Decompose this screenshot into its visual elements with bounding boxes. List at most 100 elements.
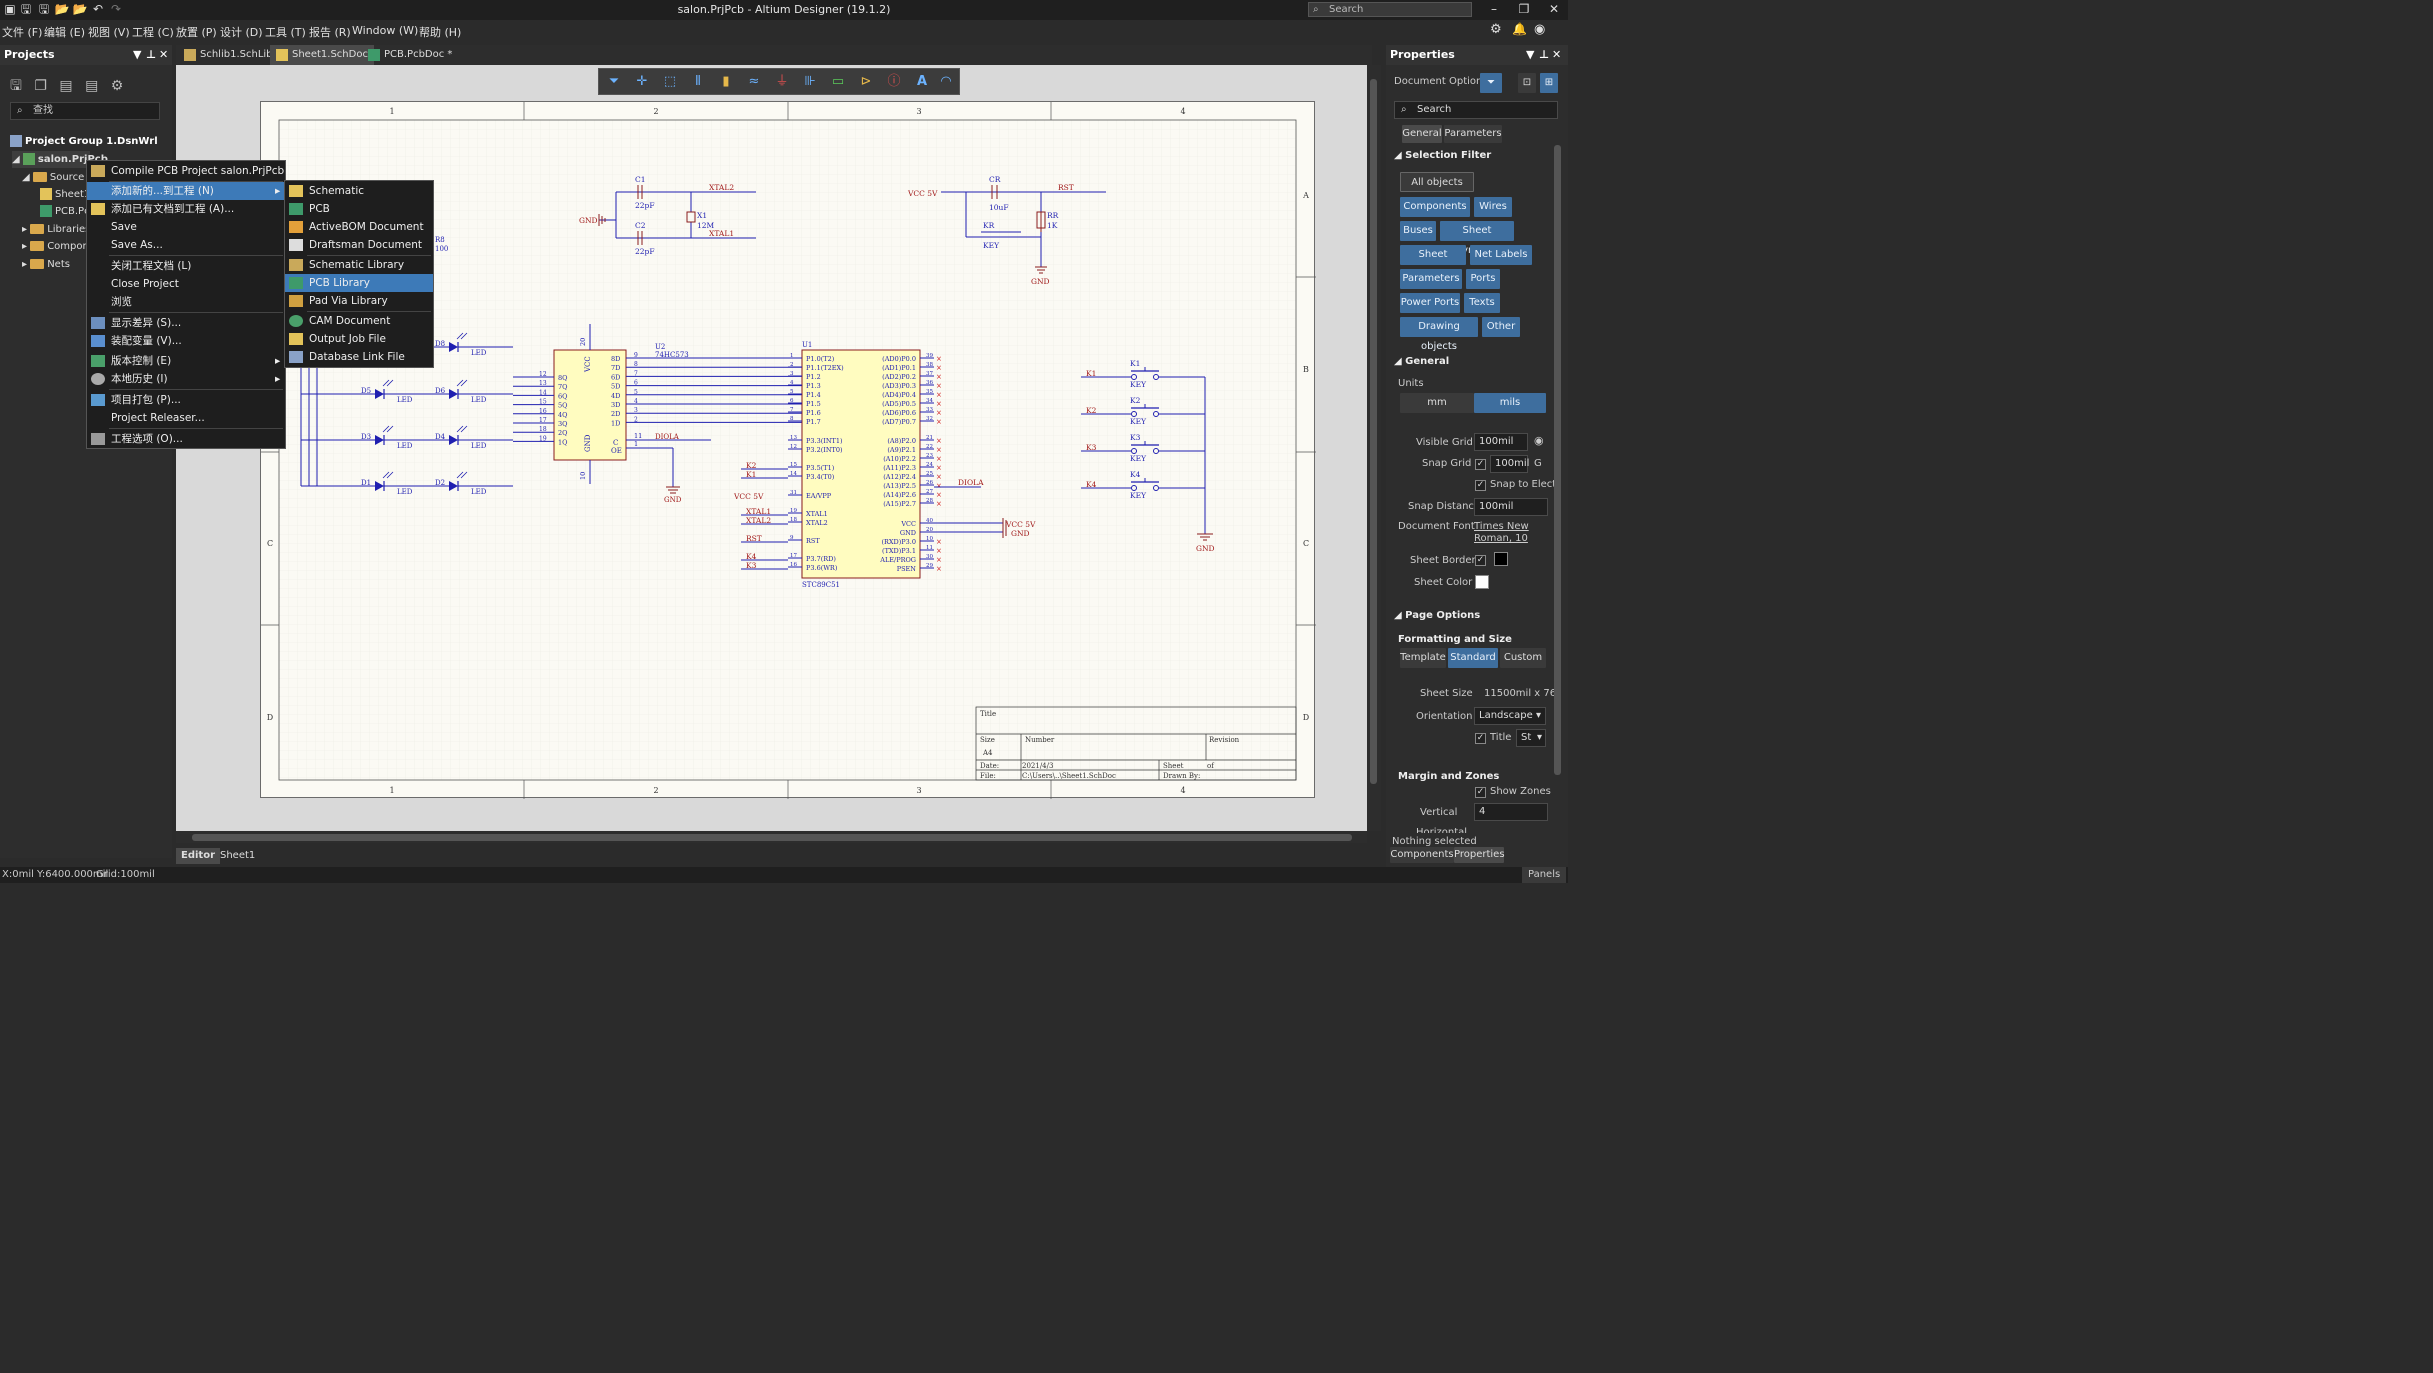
select-area-icon[interactable]: ⬚ <box>663 74 677 89</box>
panel-menu-icon[interactable]: ▼ <box>133 48 142 61</box>
menu-tools[interactable]: 工具 (T) <box>265 26 306 39</box>
document-font-line1[interactable]: Times New <box>1474 521 1529 532</box>
menu-compile[interactable]: Compile PCB Project salon.PrjPcb <box>87 162 285 180</box>
menu-show-differences[interactable]: 显示差异 (S)... <box>87 314 285 332</box>
menu-project-options[interactable]: 工程选项 (O)... <box>87 430 285 448</box>
snap-electrical-checkbox[interactable]: ✓ <box>1475 480 1486 491</box>
filter-icon[interactable]: ⏷ <box>608 74 620 89</box>
filter-buses[interactable]: Buses <box>1400 221 1436 241</box>
menu-window[interactable]: Window (W) <box>352 24 419 37</box>
horizontal-scroll-thumb[interactable] <box>192 834 1352 841</box>
vertical-scroll-thumb[interactable] <box>1370 79 1377 784</box>
tree-nets[interactable]: ▸ Nets <box>22 259 70 270</box>
save-icon[interactable]: 🖫 <box>20 2 32 16</box>
folder-open-icon[interactable]: ▤ <box>59 78 73 94</box>
title-checkbox[interactable]: ✓ <box>1475 733 1486 744</box>
close-panel-icon[interactable]: ✕ <box>1552 48 1562 61</box>
restore-icon[interactable]: ❐ <box>1518 2 1530 16</box>
pin-icon[interactable]: ⊥ <box>1539 48 1550 61</box>
vertical-scrollbar[interactable] <box>1367 65 1381 831</box>
submenu-output-job[interactable]: Output Job File <box>285 330 433 348</box>
tab-general[interactable]: General <box>1402 125 1442 143</box>
filter-parameters[interactable]: Parameters <box>1400 269 1462 289</box>
format-standard-button[interactable]: Standard <box>1448 648 1498 668</box>
tree-source-documents[interactable]: ◢ Source D <box>22 172 96 183</box>
tree-project-group[interactable]: Project Group 1.DsnWrl <box>10 133 158 150</box>
unit-mils-button[interactable]: mils <box>1474 393 1546 413</box>
bell-icon[interactable]: 🔔 <box>1512 22 1527 36</box>
directive-icon[interactable]: ⓘ <box>887 74 901 89</box>
menu-view[interactable]: 视图 (V) <box>88 26 130 39</box>
filter-components[interactable]: Components <box>1400 197 1470 217</box>
submenu-pcb[interactable]: PCB <box>285 200 433 218</box>
snap-grid-checkbox[interactable]: ✓ <box>1475 459 1486 470</box>
redo-icon[interactable]: ↷ <box>110 2 122 16</box>
submenu-pcb-library[interactable]: PCB Library <box>285 274 433 292</box>
user-icon[interactable]: ◉ <box>1534 22 1546 37</box>
menu-edit[interactable]: 编辑 (E) <box>44 26 86 39</box>
gear-icon[interactable]: ⚙ <box>1490 22 1502 37</box>
title-style-select[interactable]: St▾ <box>1516 729 1546 747</box>
document-font-line2[interactable]: Roman, 10 <box>1474 533 1528 544</box>
filter-net-labels[interactable]: Net Labels <box>1470 245 1532 265</box>
horizontal-scrollbar[interactable] <box>176 831 1367 843</box>
menu-add-new[interactable]: 添加新的...到工程 (N)▸ <box>87 182 285 200</box>
menu-save[interactable]: Save <box>87 218 285 236</box>
arc-icon[interactable]: ◠ <box>940 74 952 89</box>
snap-grid-input[interactable]: 100mil <box>1490 455 1529 473</box>
menu-help[interactable]: 帮助 (H) <box>419 26 462 39</box>
component-icon[interactable]: ▮ <box>722 74 730 89</box>
menu-close-documents[interactable]: 关闭工程文档 (L) <box>87 257 285 275</box>
project-search-input[interactable]: ⌕ 查找 <box>10 102 160 120</box>
show-zones-checkbox[interactable]: ✓ <box>1475 787 1486 798</box>
filter-other[interactable]: Other <box>1482 317 1520 337</box>
vertical-input[interactable]: 4 <box>1474 803 1548 821</box>
menu-project-packager[interactable]: 项目打包 (P)... <box>87 391 285 409</box>
eye-icon[interactable]: ◉ <box>1534 434 1544 447</box>
select-mask-button[interactable]: ⊡ <box>1518 73 1536 93</box>
menu-project-releaser[interactable]: Project Releaser... <box>87 409 285 427</box>
text-icon[interactable]: A <box>916 74 928 89</box>
tree-pcb[interactable]: PCB.Pc <box>40 203 90 220</box>
submenu-draftsman[interactable]: Draftsman Document <box>285 236 433 254</box>
schematic-sheet[interactable]: 1 2 3 4 1 2 3 4 A B C D A B C D <box>260 101 1316 799</box>
menu-explore[interactable]: 浏览 <box>87 293 285 311</box>
filter-sheet-entries[interactable]: Sheet Entries <box>1400 245 1466 280</box>
menu-close-project[interactable]: Close Project <box>87 275 285 293</box>
sheet1-tab[interactable]: Sheet1 <box>220 850 256 861</box>
power-port-icon[interactable]: ⏚ <box>775 74 789 89</box>
filter-texts[interactable]: Texts <box>1464 293 1500 313</box>
global-search-input[interactable]: ⌕ Search <box>1308 2 1472 17</box>
menu-version-control[interactable]: 版本控制 (E)▸ <box>87 352 285 370</box>
folder-icon[interactable]: ▤ <box>85 78 99 94</box>
components-panel-tab[interactable]: Components <box>1390 847 1454 863</box>
orientation-select[interactable]: Landscape▾ <box>1474 707 1546 725</box>
filter-all-objects[interactable]: All objects <box>1400 172 1474 192</box>
editor-tab[interactable]: Editor <box>176 848 220 864</box>
menu-save-as[interactable]: Save As... <box>87 236 285 254</box>
bus-entry-icon[interactable]: ⊪ <box>804 74 816 89</box>
tab-schlib1[interactable]: Schlib1.SchLib <box>178 45 279 65</box>
open-project-icon[interactable]: 📂 <box>72 2 88 16</box>
filter-wires[interactable]: Wires <box>1474 197 1512 217</box>
format-template-button[interactable]: Template <box>1400 648 1446 668</box>
submenu-database-link[interactable]: Database Link File <box>285 348 433 366</box>
menu-place[interactable]: 放置 (P) <box>176 26 217 39</box>
submenu-schematic-library[interactable]: Schematic Library <box>285 256 433 274</box>
save-project-icon[interactable]: 🖫 <box>10 78 22 94</box>
visible-grid-input[interactable]: 100mil <box>1474 433 1528 451</box>
save-all-icon[interactable]: 🖫 <box>38 2 50 16</box>
filter-power-ports[interactable]: Power Ports <box>1400 293 1460 313</box>
sheet-symbol-icon[interactable]: ▭ <box>831 74 845 89</box>
properties-panel-tab[interactable]: Properties <box>1454 847 1505 863</box>
filter-ports[interactable]: Ports <box>1466 269 1500 289</box>
menu-add-existing[interactable]: 添加已有文档到工程 (A)... <box>87 200 285 218</box>
format-custom-button[interactable]: Custom <box>1500 648 1546 668</box>
properties-search-input[interactable]: ⌕ Search <box>1394 101 1558 119</box>
menu-local-history[interactable]: 本地历史 (I)▸ <box>87 370 285 388</box>
filter-drawing-objects[interactable]: Drawing objects <box>1400 317 1478 352</box>
properties-scrollbar[interactable] <box>1554 145 1561 775</box>
tab-parameters[interactable]: Parameters <box>1444 125 1502 143</box>
sheet-color-swatch[interactable] <box>1475 575 1489 589</box>
unit-mm-button[interactable]: mm <box>1400 393 1474 413</box>
